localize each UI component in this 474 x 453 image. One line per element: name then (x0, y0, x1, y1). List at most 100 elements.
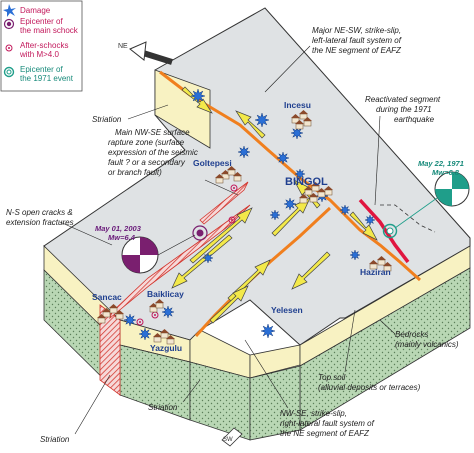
house-21 (97, 314, 106, 324)
main-rupture-line-3: expression of the seismic (108, 148, 198, 157)
legend-aftershocks-line2: with M>4.0 (19, 50, 59, 59)
reactivated-line-3: earthquake (394, 115, 435, 124)
damage-star-15 (260, 323, 276, 339)
event-2003-date: May 01, 2003 (95, 224, 142, 233)
annotation-bedrocks: Bedrocks (mainly volcanics) (379, 319, 459, 349)
epicenter-2003 (192, 225, 208, 241)
ne-fault-line-2: left-lateral fault system of (312, 36, 402, 45)
legend-damage-label: Damage (20, 6, 51, 15)
house-3 (295, 120, 304, 130)
reactivated-line-2: during the 1971 (376, 105, 432, 114)
annotation-ne-fault: Major NE-SW, strike-slip, left-lateral f… (264, 26, 402, 93)
ne-direction-arrow: NE (118, 41, 173, 65)
legend-epicenter-main-icon (3, 18, 15, 30)
damage-star-17 (349, 249, 361, 261)
house-4 (303, 117, 312, 127)
damage-star-7 (269, 209, 281, 221)
rupture-stripe-upper (199, 181, 249, 225)
arrow-ne-right (349, 211, 378, 241)
slip-arrows (171, 86, 378, 324)
annotation-reactivated: Reactivated segment during the 1971 eart… (365, 95, 441, 206)
aftershock-2 (228, 216, 236, 224)
legend-aftershocks-line1: After-schocks (20, 41, 68, 50)
damage-star-10 (364, 214, 376, 226)
damage-star-14 (138, 327, 152, 341)
house-6 (227, 166, 236, 176)
damage-star-6 (283, 197, 297, 211)
arrow-nw-4 (291, 251, 331, 290)
annotation-striation-top: Striation (92, 104, 169, 124)
legend-epicenter-main-line1: Epicenter of (20, 17, 63, 26)
event-1971-date: May 22, 1971 (418, 159, 464, 168)
house-17 (383, 262, 392, 272)
topsoil-line-2: (alluvial deposits or terraces) (318, 383, 421, 392)
damage-star-5 (276, 151, 290, 165)
damage-star-13 (161, 305, 175, 319)
nw-fault-line-1: NW-SE, strike-slip, (280, 409, 347, 418)
arrow-nw-2 (209, 285, 249, 324)
annotation-striation-bottom-mid: Striation (148, 379, 201, 412)
house-14 (299, 194, 308, 204)
event-2003-mw: Mw=6.4 (108, 233, 136, 242)
legend-epicenter-1971-line1: Epicenter of (20, 65, 63, 74)
legend-epicenter-main-line2: the main schock (20, 26, 79, 35)
aftershock-3 (136, 318, 144, 326)
town-yelesen: Yelesen (271, 305, 303, 315)
focal-mechanism-2003 (121, 234, 196, 274)
legend-epicenter-1971-icon (3, 66, 15, 78)
town-goltepesi: Goltepesi (193, 158, 232, 168)
striation-top-label: Striation (92, 115, 122, 124)
aftershocks (136, 184, 238, 326)
ns-cracks-line-1: N-S open cracks & (6, 208, 73, 217)
damage-star-12 (123, 313, 137, 327)
town-baiklicay: Baiklicay (147, 289, 184, 299)
bedrocks-line-1: Bedrocks (395, 330, 428, 339)
damage-star-16 (202, 252, 214, 264)
sw-direction-arrow: SW (221, 427, 243, 447)
town-bingol: BINGOL (285, 176, 328, 188)
house-12 (324, 186, 333, 196)
house-20 (115, 310, 124, 320)
annotation-main-rupture: Main NW-SE surface rapture zone (surface… (108, 128, 239, 196)
house-19 (109, 304, 118, 314)
dashed-trace (380, 204, 436, 233)
front-bedrock-face (249, 365, 301, 441)
house-2 (299, 110, 308, 120)
reactivated-segment (358, 198, 410, 264)
arrow-rupture-up (189, 207, 253, 264)
annotation-topsoil: Top soil (alluvial deposits or terraces) (318, 309, 421, 392)
house-16 (377, 256, 386, 266)
arrow-rupture-down (171, 234, 233, 289)
striation-bottom-mid-label: Striation (148, 403, 178, 412)
damage-star-3 (237, 145, 251, 159)
event-1971-mw: Mw=6.8 (432, 168, 460, 177)
annotation-events: May 01, 2003 Mw=6.4 May 22, 1971 Mw=6.8 (95, 159, 464, 242)
town-incesu: Incesu (284, 100, 311, 110)
arrow-nw-3 (271, 197, 311, 237)
house-8 (215, 174, 224, 184)
main-rupture-line-2: rapture zone (surface (108, 138, 185, 147)
sw-label: SW (223, 437, 233, 443)
striation-bottom-left-label: Striation (40, 435, 70, 444)
town-yazgulu: Yazgulu (150, 343, 182, 353)
focal-mechanism-1971 (394, 171, 470, 229)
house-13 (309, 193, 318, 203)
house-7 (233, 172, 242, 182)
topsoil-line-1: Top soil (318, 373, 346, 382)
main-rupture-line-1: Main NW-SE surface (115, 128, 190, 137)
main-rupture-zone (109, 204, 251, 320)
aftershock-1 (230, 184, 238, 192)
nw-fault-line-2: right-lateral fault system of (280, 419, 375, 428)
damage-star-4 (290, 126, 304, 140)
legend-damage-icon (3, 4, 16, 17)
reactivated-line-1: Reactivated segment (365, 95, 441, 104)
arrow-ne-upper-2 (235, 110, 266, 139)
ns-cracks-line-2: extension fractures (6, 218, 74, 227)
ne-fault-line-1: Major NE-SW, strike-slip, (312, 26, 401, 35)
house-22 (153, 333, 162, 343)
legend: Damage Epicenter of the main schock Afte… (0, 0, 83, 92)
damage-star-1 (190, 88, 206, 104)
house-26 (155, 299, 164, 309)
legend-aftershock-icon (5, 44, 13, 52)
